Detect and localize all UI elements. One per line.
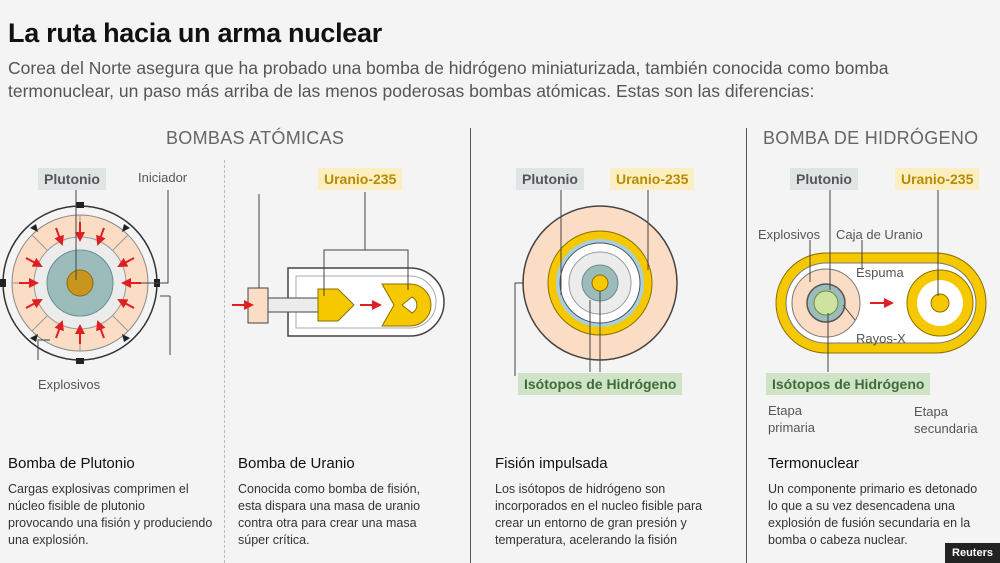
label-etapa-primaria: Etapa primaria (768, 403, 815, 435)
boosted-fission-diagram (514, 190, 678, 376)
heading-boosted-fission: Fisión impulsada (495, 455, 608, 472)
heading-thermonuclear: Termonuclear (768, 455, 859, 472)
label-explosivos-1: Explosivos (38, 377, 101, 392)
heading-plutonium-bomb: Bomba de Plutonio (8, 455, 135, 472)
label-caja-uranio: Caja de Uranio (836, 227, 923, 242)
divider-atomic-boosted (470, 128, 471, 563)
label-etapa-secundaria: Etapa secundaria (914, 404, 978, 436)
label-uranio-1: Uranio-235 (318, 168, 403, 190)
label-plutonio-3: Plutonio (790, 168, 858, 190)
desc-plutonium-bomb: Cargas explosivas comprimen el núcleo fi… (8, 482, 213, 547)
label-explosivos-2: Explosivos (758, 227, 821, 242)
label-uranio-2: Uranio-235 (610, 168, 695, 190)
label-plutonio-2: Plutonio (516, 168, 584, 190)
section-hydrogen-bomb: BOMBA DE HIDRÓGENO (763, 128, 979, 148)
heading-uranium-bomb: Bomba de Uranio (238, 455, 355, 472)
label-plutonio-1: Plutonio (38, 168, 106, 190)
label-uranio-3: Uranio-235 (895, 168, 980, 190)
credit-reuters: Reuters (945, 543, 1000, 563)
divider-boosted-hydrogen (746, 128, 747, 563)
label-rayos-x: Rayos-X (856, 331, 906, 346)
desc-uranium-bomb: Conocida como bomba de fisión, esta disp… (238, 482, 421, 547)
divider-plutonium-uranium (224, 160, 225, 563)
page-title: La ruta hacia un arma nuclear (8, 18, 382, 48)
label-iniciador: Iniciador (138, 170, 188, 185)
thermonuclear-diagram (775, 190, 987, 372)
section-atomic-bombs: BOMBAS ATÓMICAS (166, 128, 345, 148)
page-subtitle: Corea del Norte asegura que ha probado u… (8, 58, 889, 101)
plutonium-bomb-diagram (0, 189, 171, 364)
label-isotopos-1: Isótopos de Hidrógeno (518, 373, 683, 395)
label-isotopos-2: Isótopos de Hidrógeno (766, 373, 931, 395)
desc-thermonuclear: Un componente primario es detonado lo qu… (768, 482, 978, 547)
desc-boosted-fission: Los isótopos de hidrógeno son incorporad… (495, 482, 703, 547)
uranium-bomb-diagram (232, 192, 445, 337)
label-espuma: Espuma (856, 265, 904, 280)
